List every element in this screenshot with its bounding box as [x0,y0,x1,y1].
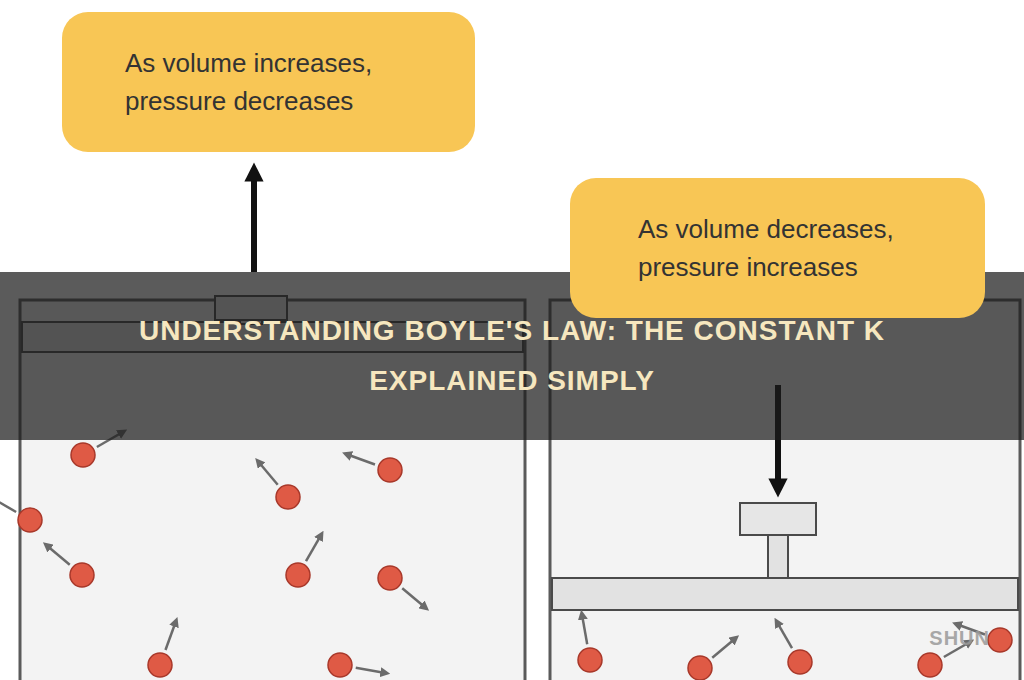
gas-particle [70,563,94,587]
gas-particle [148,653,172,677]
motion-arrow [712,638,735,657]
motion-arrow [165,622,175,650]
motion-arrow [356,668,386,673]
gas-particle [918,653,942,677]
gas-particle [988,628,1012,652]
motion-arrow [0,497,16,512]
watermark: SHUN [929,627,990,650]
gas-particle [286,563,310,587]
gas-particle [378,566,402,590]
callout-box: As volume decreases, pressure increases [570,178,985,318]
title: UNDERSTANDING BOYLE'S LAW: THE CONSTANT … [102,306,922,406]
motion-arrow [258,462,277,485]
gas-particle [788,650,812,674]
callout-text: As volume increases, pressure decreases [125,44,445,120]
motion-arrow [582,615,587,645]
gas-particle [276,485,300,509]
motion-arrow [347,454,375,464]
gas-particles [0,432,1012,680]
motion-arrow [306,535,321,561]
gas-particle [328,653,352,677]
motion-arrow [47,545,70,564]
right-piston-plate [552,578,1018,610]
callout-text: As volume decreases, pressure increases [638,210,955,286]
motion-arrow [777,622,792,648]
gas-particle [71,443,95,467]
gas-particle [378,458,402,482]
gas-particle [18,508,42,532]
gas-particle [578,648,602,672]
callout-box: As volume increases, pressure decreases [62,12,475,152]
right-piston-cap [740,503,816,535]
expansion-arrow [251,172,257,272]
gas-particle [688,656,712,680]
right-piston-rod [768,532,788,580]
motion-arrow [402,588,425,607]
